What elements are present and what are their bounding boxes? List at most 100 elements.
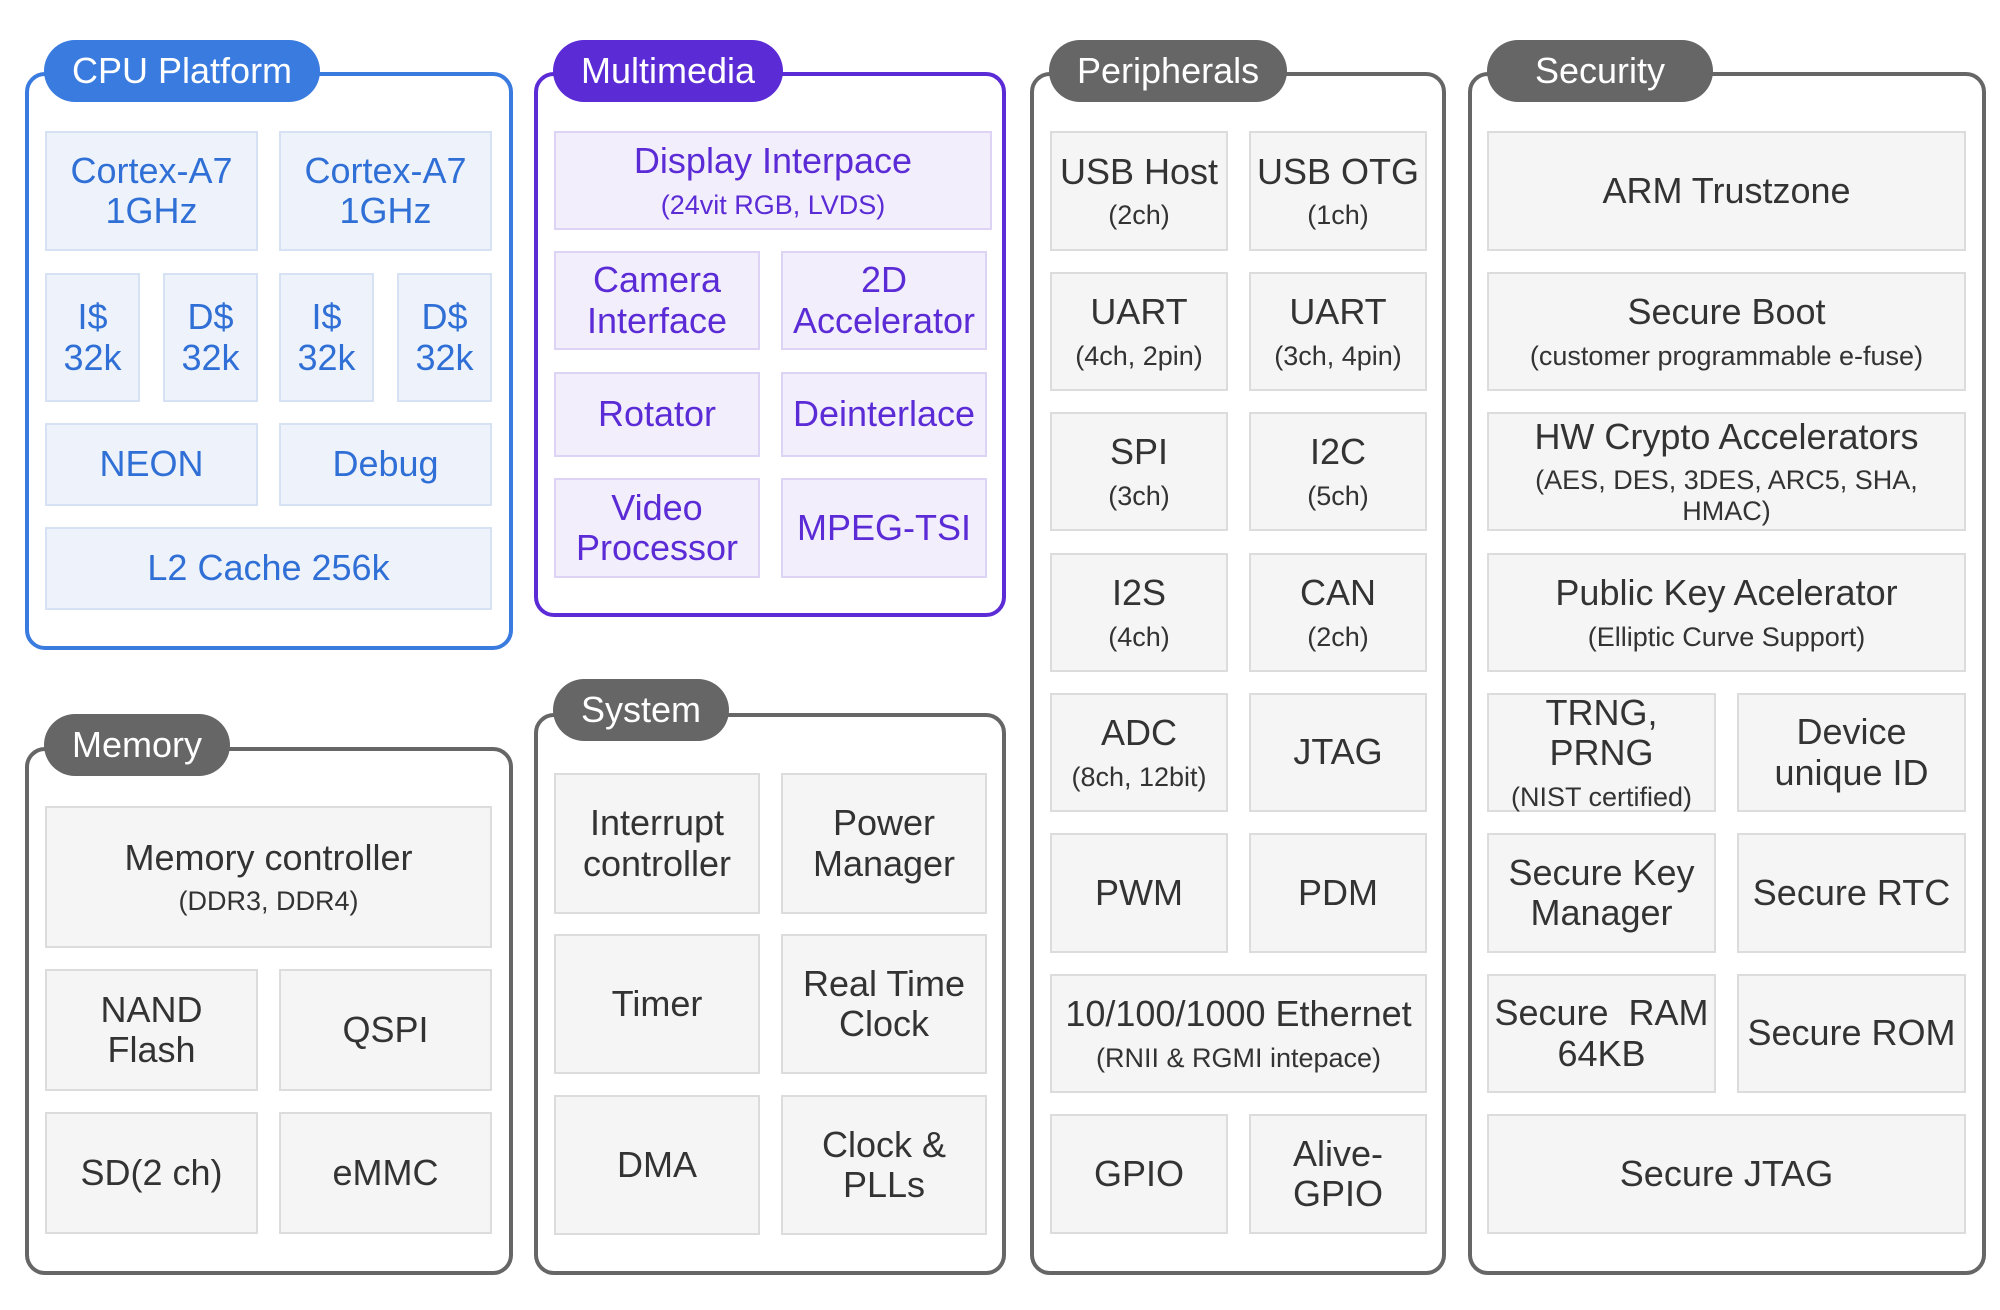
spi-label: SPI <box>1109 431 1169 473</box>
accelerator-2d-block: 2D Accelerator <box>781 251 987 350</box>
secure-boot-block: Secure Boot (customer programmable e-fus… <box>1487 272 1966 391</box>
hw-crypto-label: HW Crypto Accelerators <box>1534 416 1919 458</box>
uart-1-sub: (4ch, 2pin) <box>1075 340 1203 371</box>
cpu-core-2-freq: 1GHz <box>339 190 432 231</box>
gpio-block: GPIO <box>1050 1114 1228 1234</box>
memory-title: Memory <box>44 714 231 776</box>
icache-2-label: I$ <box>311 296 342 338</box>
nand-flash-block: NAND Flash <box>45 969 258 1091</box>
power-manager-block: Power Manager <box>781 773 987 914</box>
can-sub: (2ch) <box>1307 621 1369 652</box>
ram-line-1: Secure RAM <box>1494 992 1709 1034</box>
icache-2-size: 32k <box>297 336 356 378</box>
emmc-block: eMMC <box>279 1112 492 1234</box>
power-line-1: Power <box>832 802 936 844</box>
dcache-1-label: D$ <box>187 296 234 338</box>
cpu-core-1-name: Cortex-A7 <box>70 149 233 191</box>
cpu-platform-title: CPU Platform <box>44 40 321 102</box>
debug-block: Debug <box>279 423 492 506</box>
interrupt-line-1: Interrupt <box>589 802 725 844</box>
neon-block: NEON <box>45 423 258 506</box>
i2s-label: I2S <box>1111 572 1167 614</box>
usb-host-sub: (2ch) <box>1108 200 1170 231</box>
mpeg-tsi-block: MPEG-TSI <box>781 478 987 578</box>
alive-gpio-block: Alive- GPIO <box>1249 1114 1427 1234</box>
ethernet-block: 10/100/1000 Ethernet (RNII & RGMI intepa… <box>1050 974 1427 1093</box>
camera-line-2: Interface <box>586 299 728 341</box>
secure-boot-sub: (customer programmable e-fuse) <box>1529 340 1924 371</box>
camera-line-1: Camera <box>592 259 722 301</box>
clock-line-1: Clock & <box>821 1123 947 1165</box>
deinterlace-block: Deinterlace <box>781 372 987 457</box>
usb-host-block: USB Host (2ch) <box>1050 131 1228 251</box>
uart-2-block: UART (3ch, 4pin) <box>1249 272 1427 391</box>
can-label: CAN <box>1299 572 1376 614</box>
adc-sub: (8ch, 12bit) <box>1071 761 1207 792</box>
icache-1: I$ 32k <box>45 273 140 402</box>
key-line-1: Secure Key <box>1508 851 1695 893</box>
secure-key-manager-block: Secure Key Manager <box>1487 833 1716 953</box>
system-title: System <box>553 679 730 741</box>
accelerator-line-2: Accelerator <box>792 299 976 341</box>
i2s-sub: (4ch) <box>1108 621 1170 652</box>
secure-rtc-block: Secure RTC <box>1737 833 1966 953</box>
pwm-block: PWM <box>1050 833 1228 953</box>
real-time-clock-block: Real Time Clock <box>781 934 987 1074</box>
secure-ram-block: Secure RAM 64KB <box>1487 974 1716 1093</box>
adc-block: ADC (8ch, 12bit) <box>1050 693 1228 812</box>
display-interface-sub: (24vit RGB, LVDS) <box>660 189 886 220</box>
pka-label: Public Key Acelerator <box>1555 572 1898 614</box>
uart-2-label: UART <box>1289 291 1387 333</box>
can-block: CAN (2ch) <box>1249 553 1427 672</box>
secure-jtag-block: Secure JTAG <box>1487 1114 1966 1234</box>
icache-2: I$ 32k <box>279 273 374 402</box>
peripherals-panel <box>1030 72 1446 1275</box>
usb-host-label: USB Host <box>1059 150 1219 192</box>
key-line-2: Manager <box>1530 892 1673 933</box>
display-interface-label: Display Interpace <box>633 140 913 182</box>
clock-plls-block: Clock & PLLs <box>781 1095 987 1235</box>
secure-boot-label: Secure Boot <box>1627 291 1826 333</box>
uart-2-sub: (3ch, 4pin) <box>1274 340 1402 371</box>
dcache-1: D$ 32k <box>163 273 258 402</box>
trng-prng-block: TRNG, PRNG (NIST certified) <box>1487 693 1716 812</box>
adc-label: ADC <box>1100 712 1177 754</box>
i2s-block: I2S (4ch) <box>1050 553 1228 672</box>
hw-crypto-sub: (AES, DES, 3DES, ARC5, SHA, HMAC) <box>1535 465 1918 526</box>
pka-sub: (Elliptic Curve Support) <box>1587 621 1866 652</box>
video-line-1: Video <box>611 486 703 528</box>
l2-cache-block: L2 Cache 256k <box>45 527 492 610</box>
jtag-block: JTAG <box>1249 693 1427 812</box>
timer-block: Timer <box>554 934 760 1074</box>
camera-interface-block: Camera Interface <box>554 251 760 350</box>
dcache-2: D$ 32k <box>397 273 492 402</box>
nand-line-2: Flash <box>107 1029 196 1070</box>
memory-controller-block: Memory controller (DDR3, DDR4) <box>45 806 492 948</box>
i2c-label: I2C <box>1309 431 1367 473</box>
i2c-block: I2C (5ch) <box>1249 412 1427 531</box>
accelerator-line-1: 2D <box>860 259 908 301</box>
spi-sub: (3ch) <box>1108 480 1170 511</box>
security-panel <box>1468 72 1986 1275</box>
rtc-line-1: Real Time <box>802 962 966 1004</box>
ethernet-label: 10/100/1000 Ethernet <box>1065 993 1412 1035</box>
video-processor-block: Video Processor <box>554 478 760 578</box>
icache-1-size: 32k <box>63 336 122 378</box>
uid-line-1: Device <box>1796 711 1907 753</box>
interrupt-line-2: controller <box>582 842 732 884</box>
usb-otg-sub: (1ch) <box>1307 200 1369 231</box>
cpu-core-1-freq: 1GHz <box>105 190 198 231</box>
display-interface-block: Display Interpace (24vit RGB, LVDS) <box>554 131 992 230</box>
uart-1-label: UART <box>1090 291 1188 333</box>
spi-block: SPI (3ch) <box>1050 412 1228 531</box>
security-title: Security <box>1487 40 1714 102</box>
pdm-block: PDM <box>1249 833 1427 953</box>
i2c-sub: (5ch) <box>1307 480 1369 511</box>
video-line-2: Processor <box>575 527 739 568</box>
alive-gpio-line-2: GPIO <box>1292 1173 1384 1214</box>
alive-gpio-line-1: Alive- <box>1292 1132 1384 1174</box>
device-unique-id-block: Device unique ID <box>1737 693 1966 812</box>
rotator-block: Rotator <box>554 372 760 457</box>
sd-block: SD(2 ch) <box>45 1112 258 1234</box>
cpu-core-2-name: Cortex-A7 <box>304 149 467 191</box>
